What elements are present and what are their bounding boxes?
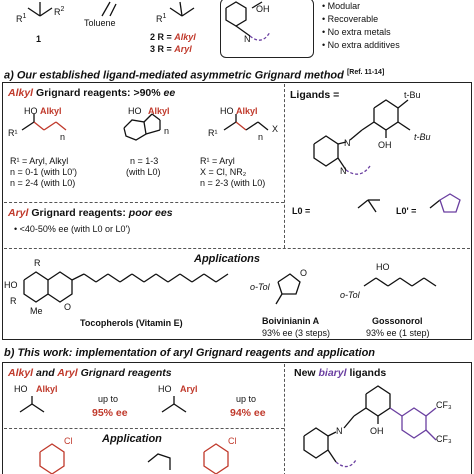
r1-label: R1 xyxy=(16,13,27,24)
solvent-label: Toluene xyxy=(84,18,116,28)
section-b-divider-v xyxy=(284,364,285,474)
ligands-title: Ligands = xyxy=(290,89,340,101)
b-application-title: Application xyxy=(102,433,162,445)
b-ee-2: 94% ee xyxy=(230,407,266,419)
alkyl-cond-x: X = Cl, NR₂ xyxy=(200,167,247,177)
l0p-label: L0' = xyxy=(396,206,417,216)
applications-title: Applications xyxy=(194,253,261,265)
gossonorol-ee: 93% ee (1 step) xyxy=(366,328,430,338)
boivinianin-o: O xyxy=(300,268,308,278)
gossonorol-label: Gossonorol xyxy=(372,316,423,326)
alkyl-n-3: n xyxy=(258,132,264,142)
boivinianin-ee: 93% ee (3 steps) xyxy=(262,328,331,338)
alkyl-cond-n13: n = 1-3 xyxy=(130,156,159,166)
l0-label: L0 = xyxy=(292,206,311,216)
aryl-grignard-title: Aryl Grignard reagents: poor ees xyxy=(8,207,173,219)
alkyl-r1-3: R¹ xyxy=(208,128,218,138)
biaryl-n: N xyxy=(336,426,343,436)
alkyl-ho-1: HO xyxy=(24,106,38,116)
biaryl-cf3-2: CF₃ xyxy=(436,434,452,444)
tocopherols-label: Tocopherols (Vitamin E) xyxy=(80,318,183,328)
section-b-title: b) This work: implementation of aryl Gri… xyxy=(4,347,376,359)
gossonorol-ho: HO xyxy=(376,262,390,272)
gossonorol-otol: o-Tol xyxy=(340,290,360,300)
alkyl-ho-2: HO xyxy=(128,106,142,116)
aryl-bullet: • <40-50% ee (with L0 or L0') xyxy=(14,224,131,234)
b-aryl-label: Aryl xyxy=(180,384,198,394)
b-upto-2: up to xyxy=(236,394,257,404)
alkyl-products-structures xyxy=(21,113,269,141)
tocopherol-structure xyxy=(23,271,437,305)
b-upto-1: up to xyxy=(98,394,119,404)
b-application-structures xyxy=(39,443,229,474)
alkyl-cond-n01: n = 0-1 (with L0') xyxy=(10,167,77,177)
b-ee-1: 95% ee xyxy=(92,407,128,419)
biaryl-oh: OH xyxy=(370,426,384,436)
alkyl-grignard-title: Alkyl Grignard reagents: >90% ee xyxy=(8,87,176,99)
b-ho-2: HO xyxy=(158,384,172,394)
section-b-box xyxy=(2,362,472,474)
b-cl-2: Cl xyxy=(228,436,237,446)
alkyl-cond-r1: R¹ = Aryl, Alkyl xyxy=(10,156,69,166)
toco-ho: HO xyxy=(4,280,18,290)
ligand-n-label: N xyxy=(244,34,251,44)
compound-3-label: 3 R = Aryl xyxy=(150,44,192,54)
alkyl-n-2: n xyxy=(164,126,170,136)
b-cl-1: Cl xyxy=(64,436,73,446)
toco-me: Me xyxy=(30,306,43,316)
ligand-oh-label: OH xyxy=(256,4,270,14)
alkyl-cond-withl0: (with L0) xyxy=(126,167,161,177)
b-alkyl-label: Alkyl xyxy=(36,384,58,394)
feature-bullet: • No extra additives xyxy=(322,40,400,50)
section-a-box xyxy=(2,82,472,340)
alkyl-cond-n23: n = 2-3 (with L0) xyxy=(200,178,266,188)
section-a-title: a) Our established ligand-mediated asymm… xyxy=(4,69,385,82)
section-a-divider-h2 xyxy=(4,248,470,249)
feature-bullet: • No extra metals xyxy=(322,27,391,37)
section-b-divider-h xyxy=(4,428,284,429)
b-new-ligands-title: New biaryl ligands xyxy=(294,367,387,379)
alkyl-cond-n24: n = 2-4 (with L0) xyxy=(10,178,76,188)
toco-o: O xyxy=(64,302,72,312)
boivinianin-otol: o-Tol xyxy=(250,282,270,292)
ligand-n-2: N xyxy=(340,166,347,176)
section-a-divider-h1 xyxy=(4,202,284,203)
ketone-1-structure xyxy=(27,1,271,41)
b-products-structures xyxy=(19,396,187,413)
toco-r: R xyxy=(34,258,41,268)
feature-bullet: • Recoverable xyxy=(322,14,379,24)
alkyl-x-3: X xyxy=(272,124,279,134)
r2-label: R2 xyxy=(54,6,65,17)
toco-r2: R xyxy=(10,296,17,306)
biaryl-ligand-structure xyxy=(303,385,437,468)
alkyl-r1-1: R¹ xyxy=(8,128,18,138)
alkyl-label-3: Alkyl xyxy=(236,106,258,116)
section-a-divider-v xyxy=(284,84,285,248)
feature-bullet: • Modular xyxy=(322,1,361,11)
ligand-n-1: N xyxy=(344,138,351,148)
ligand-preview-box xyxy=(220,0,314,58)
b-grignard-title: Alkyl and Aryl Grignard reagents xyxy=(8,367,172,379)
alkyl-ho-3: HO xyxy=(220,106,234,116)
compound-2-label: 2 R = Alkyl xyxy=(150,32,196,42)
ligand-tbu-1: t-Bu xyxy=(404,90,421,100)
ligand-tbu-2: t-Bu xyxy=(414,132,431,142)
compound-1-label: 1 xyxy=(36,34,42,44)
product-r1-label: R1 xyxy=(156,13,167,24)
alkyl-label-2: Alkyl xyxy=(148,106,170,116)
boivinianin-label: Boivinianin A xyxy=(262,316,320,326)
ligand-oh: OH xyxy=(378,140,392,150)
b-ho-1: HO xyxy=(14,384,28,394)
alkyl-n-1: n xyxy=(60,132,66,142)
biaryl-cf3-1: CF₃ xyxy=(436,400,452,410)
alkyl-label-1: Alkyl xyxy=(40,106,62,116)
alkyl-cond-r1aryl: R¹ = Aryl xyxy=(200,156,235,166)
ligand-l0-structure xyxy=(313,99,461,213)
